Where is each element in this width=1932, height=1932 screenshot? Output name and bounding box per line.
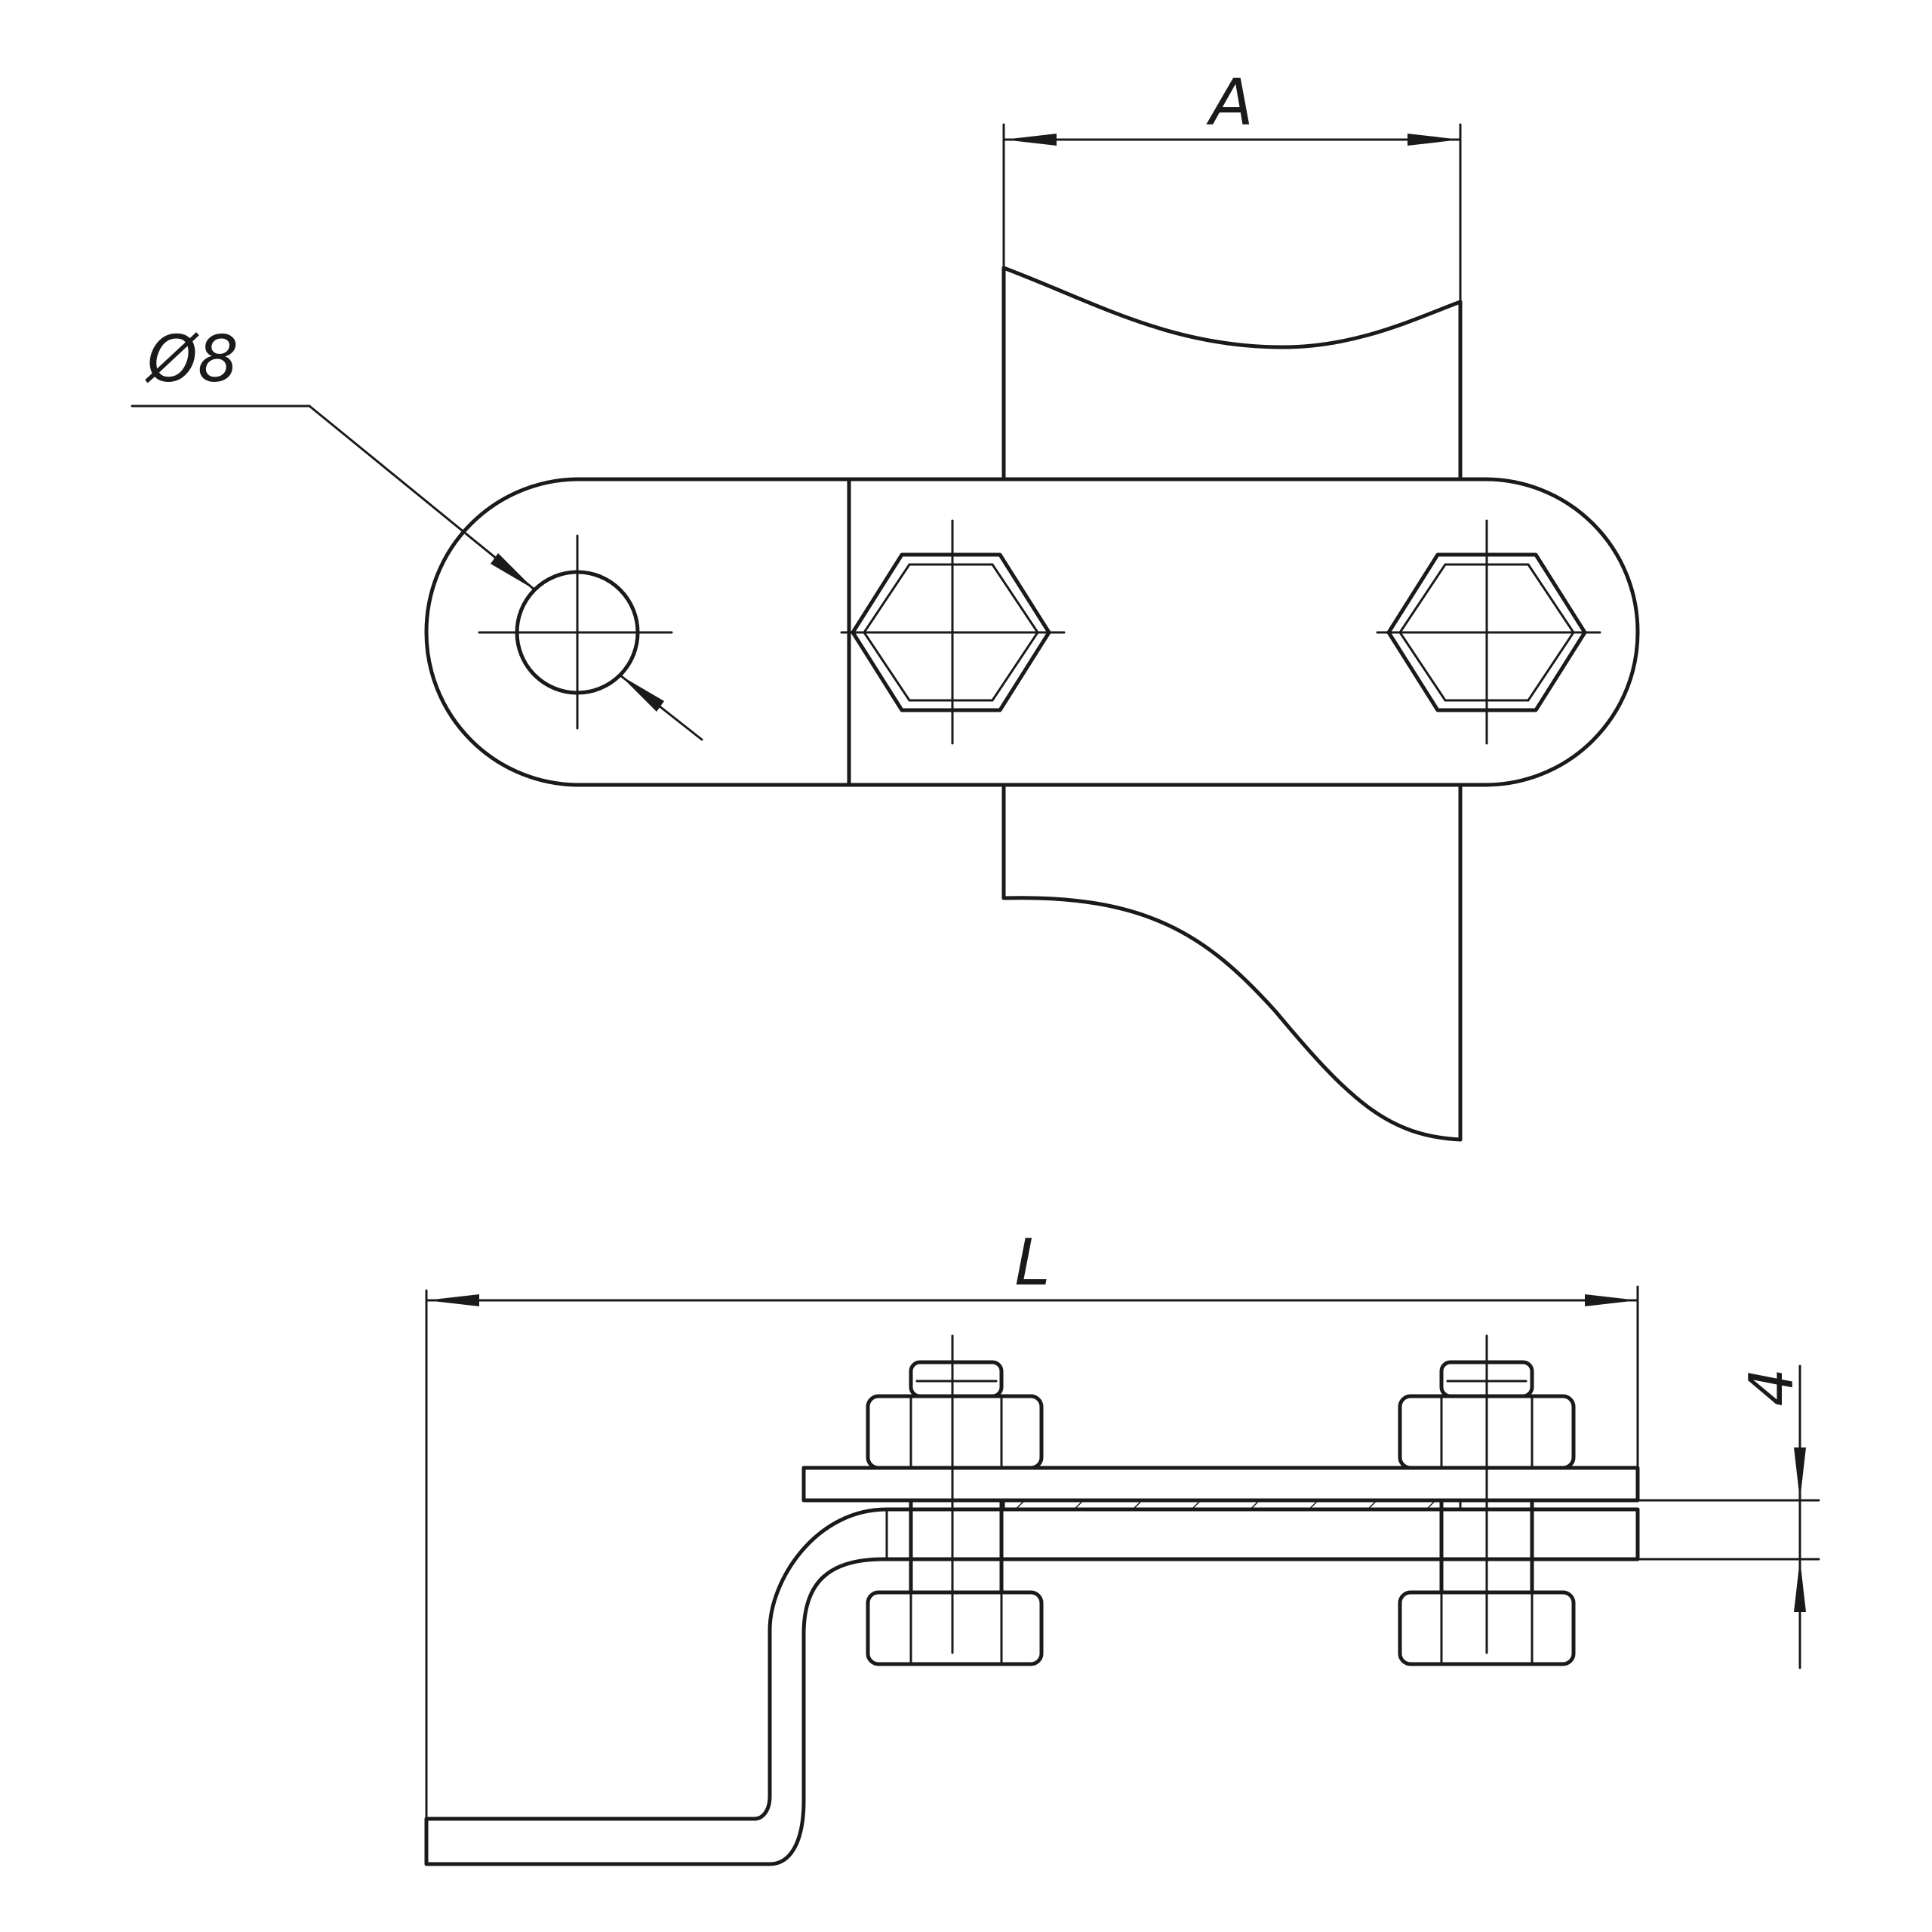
arrow-right-icon — [1407, 134, 1460, 146]
bolt-head — [840, 519, 1066, 745]
dimension-a-label: A — [1206, 66, 1254, 140]
arrow-left-icon — [426, 1294, 479, 1306]
arrow-down-icon — [1794, 1447, 1806, 1500]
dimension-l: L — [425, 1226, 1639, 1850]
dimension-thickness: 4 — [1636, 1364, 1820, 1669]
top-view: A Ø8 — [131, 66, 1640, 1142]
mounting-hole — [478, 534, 673, 730]
dimension-hole-label: Ø8 — [145, 322, 238, 397]
arrow-hole-lower-icon — [620, 675, 664, 712]
bolt-assembly — [866, 1334, 1044, 1666]
conductor-lower — [1001, 783, 1463, 1142]
top-plate — [801, 1466, 1640, 1503]
arrow-hole-upper-icon — [491, 553, 534, 589]
arrow-up-icon — [1794, 1559, 1806, 1612]
bent-plate — [424, 1507, 1640, 1866]
dimension-hole: Ø8 — [131, 322, 703, 741]
dimension-thickness-label: 4 — [1737, 1368, 1807, 1407]
side-view: L — [424, 1226, 1820, 1866]
conductor-upper — [1001, 266, 1463, 481]
arrow-right-icon — [1585, 1294, 1638, 1306]
bolt-head — [1376, 519, 1601, 745]
dimension-a: A — [1002, 66, 1462, 303]
dimension-l-label: L — [1014, 1226, 1050, 1300]
arrow-left-icon — [1004, 134, 1057, 146]
bolt-assembly — [1398, 1334, 1576, 1666]
